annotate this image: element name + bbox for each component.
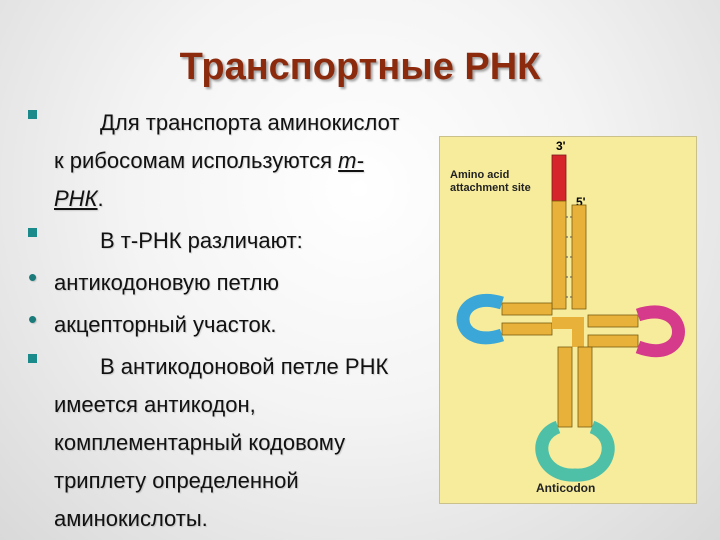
bullet-line: триплету определенной bbox=[54, 468, 299, 493]
d-arm-stem-top bbox=[501, 302, 553, 316]
period: . bbox=[97, 186, 104, 211]
bullet-line: В т-РНК различают: bbox=[100, 228, 303, 253]
anticodon-stem-left bbox=[557, 346, 573, 428]
attachment-site-label: Amino acid attachment site bbox=[450, 169, 531, 195]
t-loop bbox=[635, 305, 685, 358]
slide-title: Транспортные РНК bbox=[179, 46, 541, 88]
square-marker-icon bbox=[28, 228, 37, 237]
trna-figure: 3' 5' Amino acid attachment site Anticod… bbox=[439, 136, 697, 504]
square-marker-icon bbox=[28, 110, 37, 119]
three-prime-label: 3' bbox=[556, 139, 566, 153]
bullet-line: В антикодоновой петле РНК bbox=[100, 354, 389, 379]
acceptor-stem-left bbox=[551, 200, 567, 310]
core-connector bbox=[552, 317, 584, 347]
term-prefix: т- bbox=[338, 148, 364, 173]
bullet-line: имеется антикодон, bbox=[54, 392, 256, 417]
anticodon-label: Anticodon bbox=[536, 481, 596, 495]
attachment-site-line2: attachment site bbox=[450, 182, 531, 194]
term-rest: РНК bbox=[54, 186, 98, 211]
bullet-line: к рибосомам используются т- bbox=[54, 142, 448, 180]
bullet-line: Для транспорта аминокислот bbox=[100, 110, 400, 135]
trna-cloverleaf bbox=[456, 154, 685, 482]
bullet-transport: Для транспорта аминокислот к рибосомам и… bbox=[28, 104, 448, 218]
bullet-acceptor: • акцепторный участок. bbox=[28, 304, 448, 344]
bullet-line: антикодоновую петлю bbox=[54, 270, 279, 295]
d-arm-stem-bottom bbox=[501, 322, 553, 336]
bullet-distinguish: В т-РНК различают: bbox=[28, 222, 448, 260]
acceptor-end bbox=[551, 154, 567, 202]
bullet-line: РНК. bbox=[54, 180, 448, 218]
bullet-list: Для транспорта аминокислот к рибосомам и… bbox=[28, 104, 448, 538]
square-marker-icon bbox=[28, 354, 37, 363]
t-arm-stem-top bbox=[587, 314, 639, 328]
anticodon-loop bbox=[535, 420, 615, 482]
attachment-site-line1: Amino acid bbox=[450, 169, 510, 181]
d-loop bbox=[456, 294, 505, 345]
bullet-anticodon: В антикодоновой петле РНК имеется антико… bbox=[28, 348, 448, 538]
dot-marker-icon: • bbox=[28, 262, 38, 292]
acceptor-stem-right bbox=[571, 204, 587, 310]
bullet-anticodon-loop: • антикодоновую петлю bbox=[28, 262, 448, 302]
bullet-line: акцепторный участок. bbox=[54, 312, 277, 337]
t-arm-stem-bottom bbox=[587, 334, 639, 348]
five-prime-label: 5' bbox=[576, 195, 586, 209]
bullet-line: аминокислоты. bbox=[54, 506, 208, 531]
bullet-text: к рибосомам используются bbox=[54, 148, 339, 173]
dot-marker-icon: • bbox=[28, 304, 38, 334]
anticodon-stem-right bbox=[577, 346, 593, 428]
bullet-line: комплементарный кодовому bbox=[54, 430, 346, 455]
